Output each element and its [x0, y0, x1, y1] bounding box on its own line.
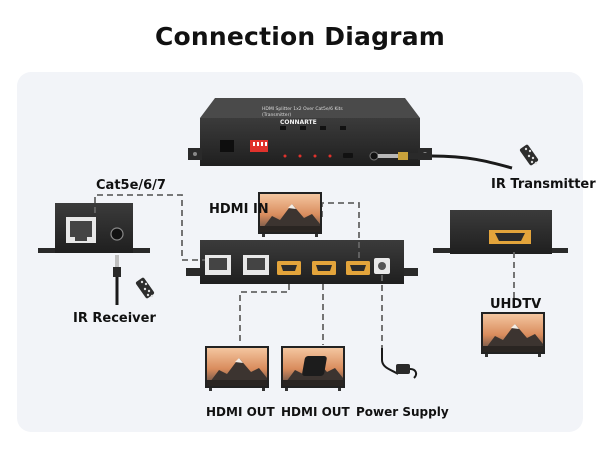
ir-transmitter-label: IR Transmitter [491, 177, 596, 192]
splitter-device [186, 240, 418, 284]
cable-label: Cat5e/6/7 [96, 178, 166, 193]
power-switch [220, 140, 234, 152]
hdmi-in-label: HDMI IN [209, 202, 269, 217]
ir-transmitter-cable [378, 152, 513, 170]
power-adapter-icon [302, 348, 418, 379]
device-model-line2: (Transmitter) [262, 112, 291, 118]
ir-receiver-label: IR Receiver [73, 311, 156, 326]
hdmi-out-label-2: HDMI OUT [281, 405, 350, 419]
uhdtv-label: UHDTV [490, 297, 542, 312]
ir-receiver-cable [113, 255, 121, 305]
device-brand: CONNARTE [280, 119, 317, 126]
uhdtv-device [433, 210, 568, 254]
power-supply-label: Power Supply [356, 405, 449, 419]
remote-icon [519, 143, 539, 167]
hdmi-out-label-1: HDMI OUT [206, 405, 275, 419]
page-title: Connection Diagram [154, 22, 446, 51]
receiver-device [38, 203, 150, 253]
hdmi-out-tv-1 [205, 346, 269, 391]
connection-lines [94, 194, 515, 350]
device-model-line1: HDMI Splitter 1x2 Over Cat5e/6 Kits [262, 106, 343, 112]
remote-icon [135, 276, 155, 300]
uhdtv-tv [481, 312, 545, 357]
